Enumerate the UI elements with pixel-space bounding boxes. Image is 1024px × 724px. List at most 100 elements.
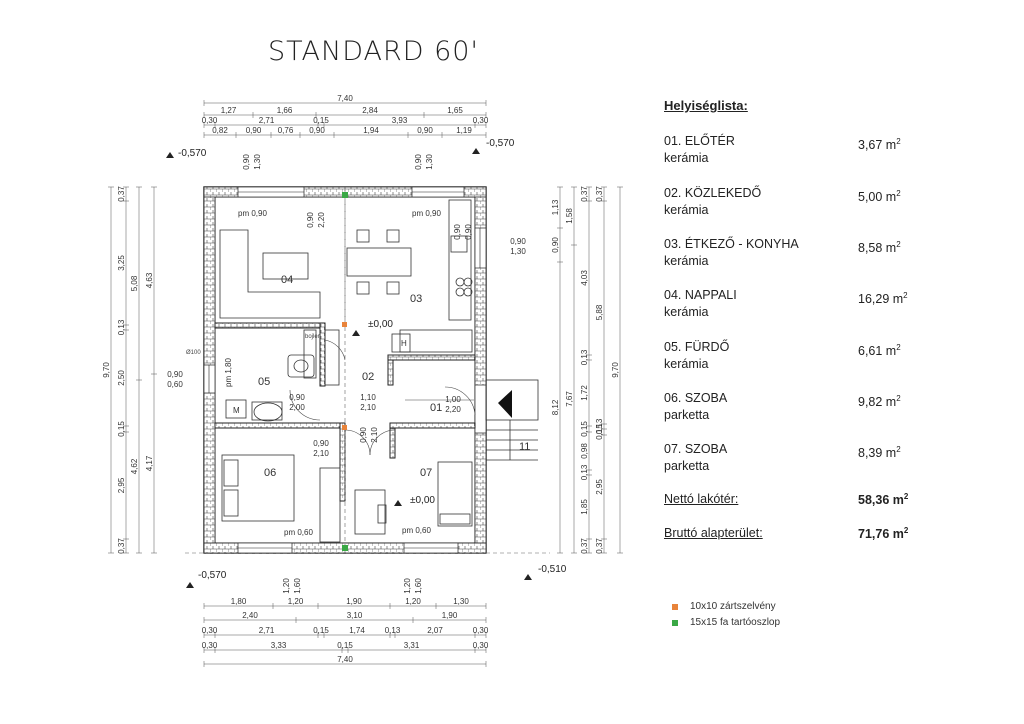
dimension-value: 1,72 [580,385,589,401]
window-dimension: 1,30 [510,247,526,256]
window-dimension: 0,90 [510,237,526,246]
dimension-value: 1,85 [580,499,589,515]
interior-walls [214,322,476,502]
dimension-value: 0,37 [595,186,604,202]
window-dimension: 1,60 [293,578,302,594]
dimension-value: 0,76 [278,126,294,135]
room-floor: kerámia [664,357,709,371]
room-name: 01. ELŐTÉR [664,134,735,148]
sill-label: pm 0,60 [284,528,313,537]
dimension-value: 0,13 [580,349,589,365]
room-floor: kerámia [664,151,709,165]
dimension-value: 0,37 [580,538,589,554]
dimension-value: 0,37 [595,538,604,554]
steel-profile-marker-icon [672,604,678,610]
room-area: 5,00 m2 [858,189,901,205]
overall-width-dimension: 7,40 [337,655,353,664]
page-title: STANDARD 60' [268,36,479,67]
window-dimension: 0,90 [167,370,183,379]
window-dimension: 0,60 [167,380,183,389]
dimension-value: 0,13 [580,464,589,480]
dimension-value: 0,13 [385,626,401,635]
room-number-07: 07 [420,467,432,479]
room-name: 07. SZOBA [664,442,728,456]
dimension-value: 2,07 [427,626,443,635]
dimension-value: 2,71 [259,116,275,125]
dimension-value: 1,66 [277,106,293,115]
dimension-value: 1,90 [442,611,458,620]
dimension-value: 0,30 [473,641,489,650]
dimension-value: 2,95 [595,479,604,495]
dimension-value: 1,74 [349,626,365,635]
room-number-06: 06 [264,467,276,479]
door-dimension: 0,90 [306,212,315,228]
net-area-label: Nettó lakótér: [664,492,739,506]
sill-label: pm 0,90 [238,209,267,218]
dimension-value: 0,90 [551,237,560,253]
dimension-value: 0,30 [202,626,218,635]
dimension-value: 5,88 [595,304,604,320]
dimension-value: 3,93 [392,116,408,125]
dimension-value: 1,94 [363,126,379,135]
dimension-value: 0,37 [117,538,126,554]
room-area: 3,67 m2 [858,137,901,153]
dimension-value: 1,20 [405,597,421,606]
dimension-value: 3,33 [271,641,287,650]
window-dimension: 1,60 [414,578,423,594]
room-area: 6,61 m2 [858,343,901,359]
dimension-value: 0,13 [595,418,604,434]
window-dimension: 1,30 [425,154,434,170]
dimension-lines [108,100,623,667]
dimension-value: 2,84 [362,106,378,115]
room-number-11: 11 [519,441,530,453]
room-area: 9,82 m2 [858,394,901,410]
door-dimension: 1,10 [360,393,376,402]
level-nw: -0,570 [178,148,207,159]
dimension-value: 4,03 [580,270,589,286]
dimension-value: 0,37 [117,186,126,202]
gross-area-value: 71,76 m2 [858,526,909,542]
furniture [219,199,539,543]
sill-label: pm 0,60 [402,526,431,535]
dimension-value: 3,31 [404,641,420,650]
overall-depth-dimension: 9,70 [102,362,111,378]
dimension-value: 0,15 [117,421,126,437]
overall-width-dimension: 7,40 [337,94,353,103]
dimension-value: 0,15 [580,421,589,437]
dimension-value: 0,30 [473,116,489,125]
room-area: 8,39 m2 [858,445,901,461]
sill-label: pm 1,80 [224,358,233,387]
door-dimension: 2,10 [370,427,379,443]
gross-area-label: Bruttó alapterület: [664,526,763,540]
dimension-value: 0,37 [580,186,589,202]
room-name: 02. KÖZLEKEDŐ [664,186,762,200]
dimension-value: 2,71 [259,626,275,635]
dimension-value: 0,15 [337,641,353,650]
door-swings [289,339,476,456]
door-dimension: 0,90 [359,427,368,443]
room-name: 03. ÉTKEZŐ - KONYHA [664,237,799,251]
dimension-value: 0,30 [202,641,218,650]
room-floor: parketta [664,459,710,473]
level-ne: -0,570 [486,138,515,149]
room-name: 04. NAPPALI [664,288,737,302]
door-dimension: 2,00 [289,403,305,412]
dimension-value: 0,82 [212,126,228,135]
dimension-value: 1,20 [288,597,304,606]
level-se: -0,510 [538,564,567,575]
dimension-value: 2,50 [117,370,126,386]
room-number-05: 05 [258,376,270,388]
room-number-03: 03 [410,293,422,305]
dimension-value: 5,08 [130,275,139,291]
dimension-value: 8,12 [551,399,560,415]
axis-lines [185,187,550,554]
room-floor: kerámia [664,305,709,319]
dimension-value: 0,90 [309,126,325,135]
door-dimension: 0,90 [289,393,305,402]
dimension-value: 0,30 [473,626,489,635]
room-name: 05. FÜRDŐ [664,340,730,354]
dimension-value: 2,95 [117,477,126,493]
dimension-value: 7,67 [565,391,574,407]
window-dimension: 1,20 [282,578,291,594]
